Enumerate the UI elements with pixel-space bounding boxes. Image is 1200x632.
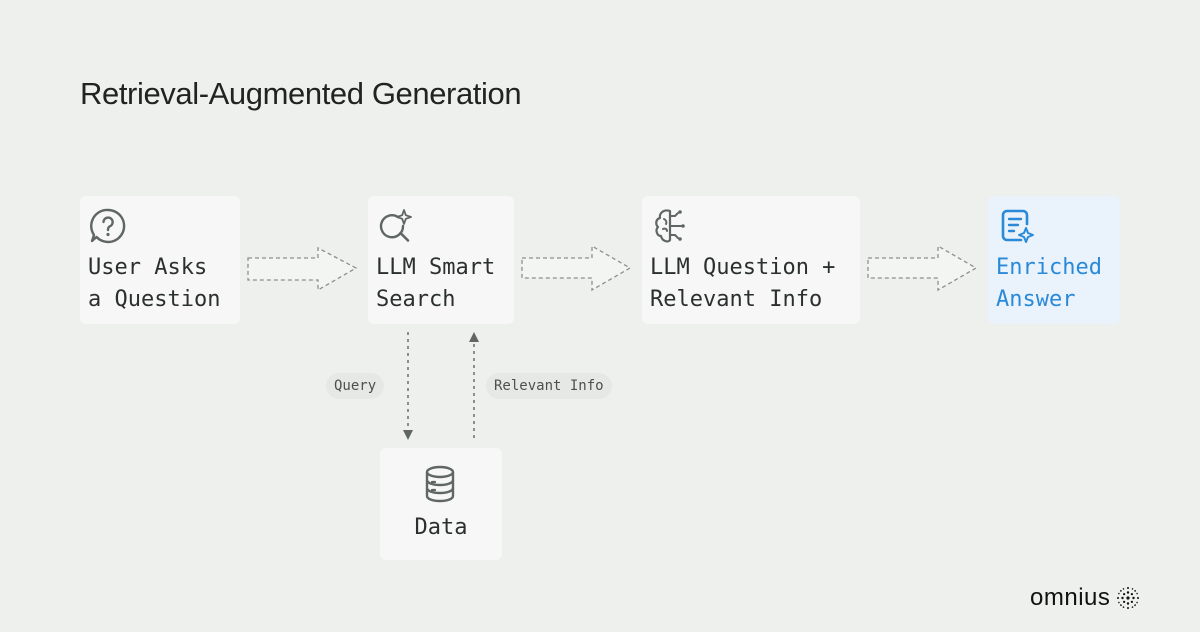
diagram-title: Retrieval-Augmented Generation [80, 76, 522, 111]
relevant-info-arrowhead [469, 332, 479, 342]
query-arrowhead [403, 430, 413, 440]
document-sparkle-icon [1001, 209, 1034, 243]
brand-logo: omnius [1030, 584, 1140, 612]
dotted-starburst-icon [1117, 587, 1140, 609]
sparkle-search-icon [379, 209, 412, 242]
arrow-combine-to-answer [867, 244, 978, 292]
node-label: Enriched Answer [996, 255, 1102, 312]
node-label: LLM Smart Search [376, 255, 496, 312]
edge-label-query: Query [326, 373, 385, 399]
brand-name: omnius [1030, 584, 1111, 611]
brain-circuit-icon [655, 209, 685, 243]
node-label: Data [414, 515, 468, 540]
question-bubble-icon [90, 208, 126, 244]
node-data: Data [380, 448, 502, 560]
node-label: LLM Question + Relevant Info [650, 255, 836, 312]
node-llm-smart-search: LLM Smart Search [368, 196, 514, 324]
node-label: User Asks a Question [88, 255, 221, 312]
arrow-ask-to-search [247, 246, 358, 292]
edge-label-relevant-info: Relevant Info [486, 373, 612, 399]
node-user-asks-question: User Asks a Question [80, 196, 240, 324]
node-llm-question-relevant-info: LLM Question + Relevant Info [642, 196, 860, 324]
database-icon [425, 465, 455, 503]
node-enriched-answer: Enriched Answer [988, 196, 1120, 324]
arrow-search-to-combine [521, 244, 632, 292]
